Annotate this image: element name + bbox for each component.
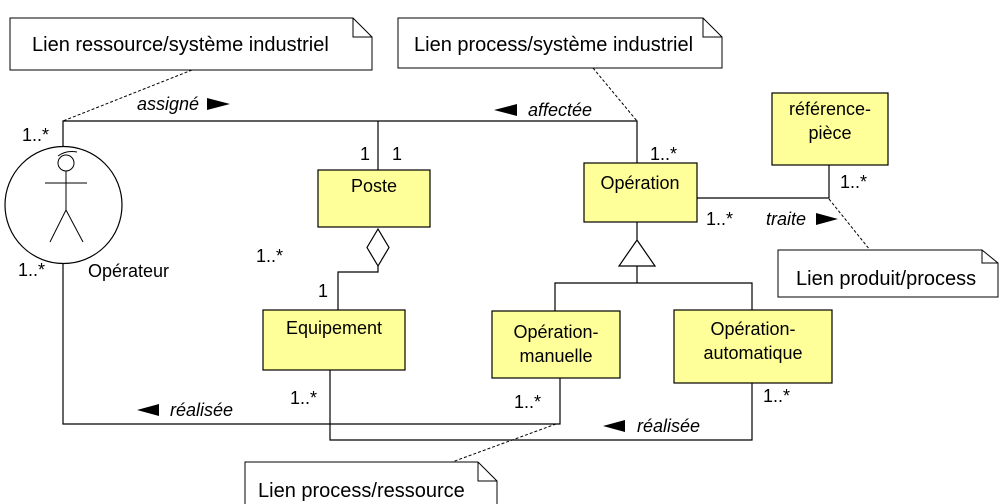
note-resource-system: Lien ressource/système industriel xyxy=(9,17,373,71)
actor-stick-figure-icon xyxy=(45,151,87,243)
generalization-triangle xyxy=(617,238,657,267)
class-reference-piece: référence- pièce xyxy=(771,92,889,166)
multiplicity-label: 1..* xyxy=(290,388,317,408)
class-operation: Opération xyxy=(583,162,698,223)
class-name-line2: automatique xyxy=(703,343,802,363)
note-process-resource: Lien process/ressource xyxy=(244,461,498,504)
association-traite-line xyxy=(697,165,830,199)
actor-right-leg xyxy=(65,209,84,243)
note-label: Lien produit/process xyxy=(796,268,976,290)
note-label: Lien ressource/système industriel xyxy=(32,34,329,56)
class-operation-automatique: Opération- automatique xyxy=(673,309,833,384)
note-shape xyxy=(397,17,723,69)
class-box xyxy=(583,162,698,223)
class-name: Equipement xyxy=(286,318,382,338)
association-assigne-affectee-line xyxy=(62,120,638,163)
multiplicity-label: 1..* xyxy=(256,246,283,266)
class-name-line2: manuelle xyxy=(519,346,592,366)
association-affectee-label: affectée xyxy=(528,100,592,120)
class-box xyxy=(673,309,833,384)
multiplicity-label: 1..* xyxy=(650,144,677,164)
note-anchor-process-resource xyxy=(451,423,557,463)
actor-operateur: Opérateur xyxy=(4,145,169,281)
multiplicity-label: 1..* xyxy=(840,172,867,192)
note-anchor-product-process xyxy=(828,198,871,251)
class-name: Opération xyxy=(600,173,679,193)
note-product-process: Lien produit/process xyxy=(777,249,999,298)
actor-head-mark xyxy=(57,151,78,157)
association-realisee-operateur-line xyxy=(62,264,561,425)
class-name-line2: pièce xyxy=(808,123,851,143)
multiplicity-label: 1 xyxy=(318,281,328,301)
multiplicity-label: 1..* xyxy=(706,209,733,229)
note-fold-corner xyxy=(477,462,497,482)
actor-name: Opérateur xyxy=(88,261,169,281)
association-realisee-equipement-line xyxy=(329,370,753,441)
association-traite-label: traite xyxy=(766,209,806,229)
aggregation-line xyxy=(337,266,379,310)
note-fold-corner xyxy=(352,18,372,38)
class-box xyxy=(317,169,431,228)
association-assigne-label: assigné xyxy=(137,94,199,114)
direction-arrow-right-icon xyxy=(207,98,230,110)
note-process-system: Lien process/système industriel xyxy=(397,17,723,69)
aggregation-diamond xyxy=(366,227,390,268)
multiplicity-label: 1 xyxy=(360,144,370,164)
multiplicity-label: 1..* xyxy=(18,260,45,280)
class-name-line1: Opération- xyxy=(710,319,795,339)
actor-boundary-circle xyxy=(4,145,123,265)
direction-arrow-left-icon xyxy=(603,420,625,432)
note-fold-corner xyxy=(981,250,998,264)
class-name-line1: référence- xyxy=(789,99,871,119)
actor-left-leg xyxy=(49,209,67,243)
note-shape xyxy=(9,17,373,71)
note-anchor-process-system xyxy=(592,67,638,122)
note-shape xyxy=(777,249,999,298)
multiplicity-label: 1..* xyxy=(22,125,49,145)
class-box xyxy=(771,92,889,166)
class-name: Poste xyxy=(351,176,397,196)
multiplicity-label: 1 xyxy=(392,144,402,164)
class-poste: Poste xyxy=(317,169,431,228)
direction-arrow-left-icon xyxy=(494,104,517,116)
class-name-line1: Opération- xyxy=(513,322,598,342)
direction-arrow-left-icon xyxy=(137,404,159,416)
class-box xyxy=(491,310,621,379)
class-equipement: Equipement xyxy=(262,309,406,371)
note-anchor-resource-system xyxy=(62,69,193,122)
note-label: Lien process/système industriel xyxy=(414,34,693,56)
generalization-branch-line xyxy=(554,282,753,311)
note-label: Lien process/ressource xyxy=(258,480,465,502)
note-fold-corner xyxy=(702,18,722,38)
association-realisee-equipement-label: réalisée xyxy=(637,416,700,436)
association-realisee-operateur-label: réalisée xyxy=(170,400,233,420)
multiplicity-label: 1..* xyxy=(763,386,790,406)
direction-arrow-right-icon xyxy=(816,213,838,225)
multiplicity-label: 1..* xyxy=(514,392,541,412)
class-box xyxy=(262,309,406,371)
class-operation-manuelle: Opération- manuelle xyxy=(491,310,621,379)
